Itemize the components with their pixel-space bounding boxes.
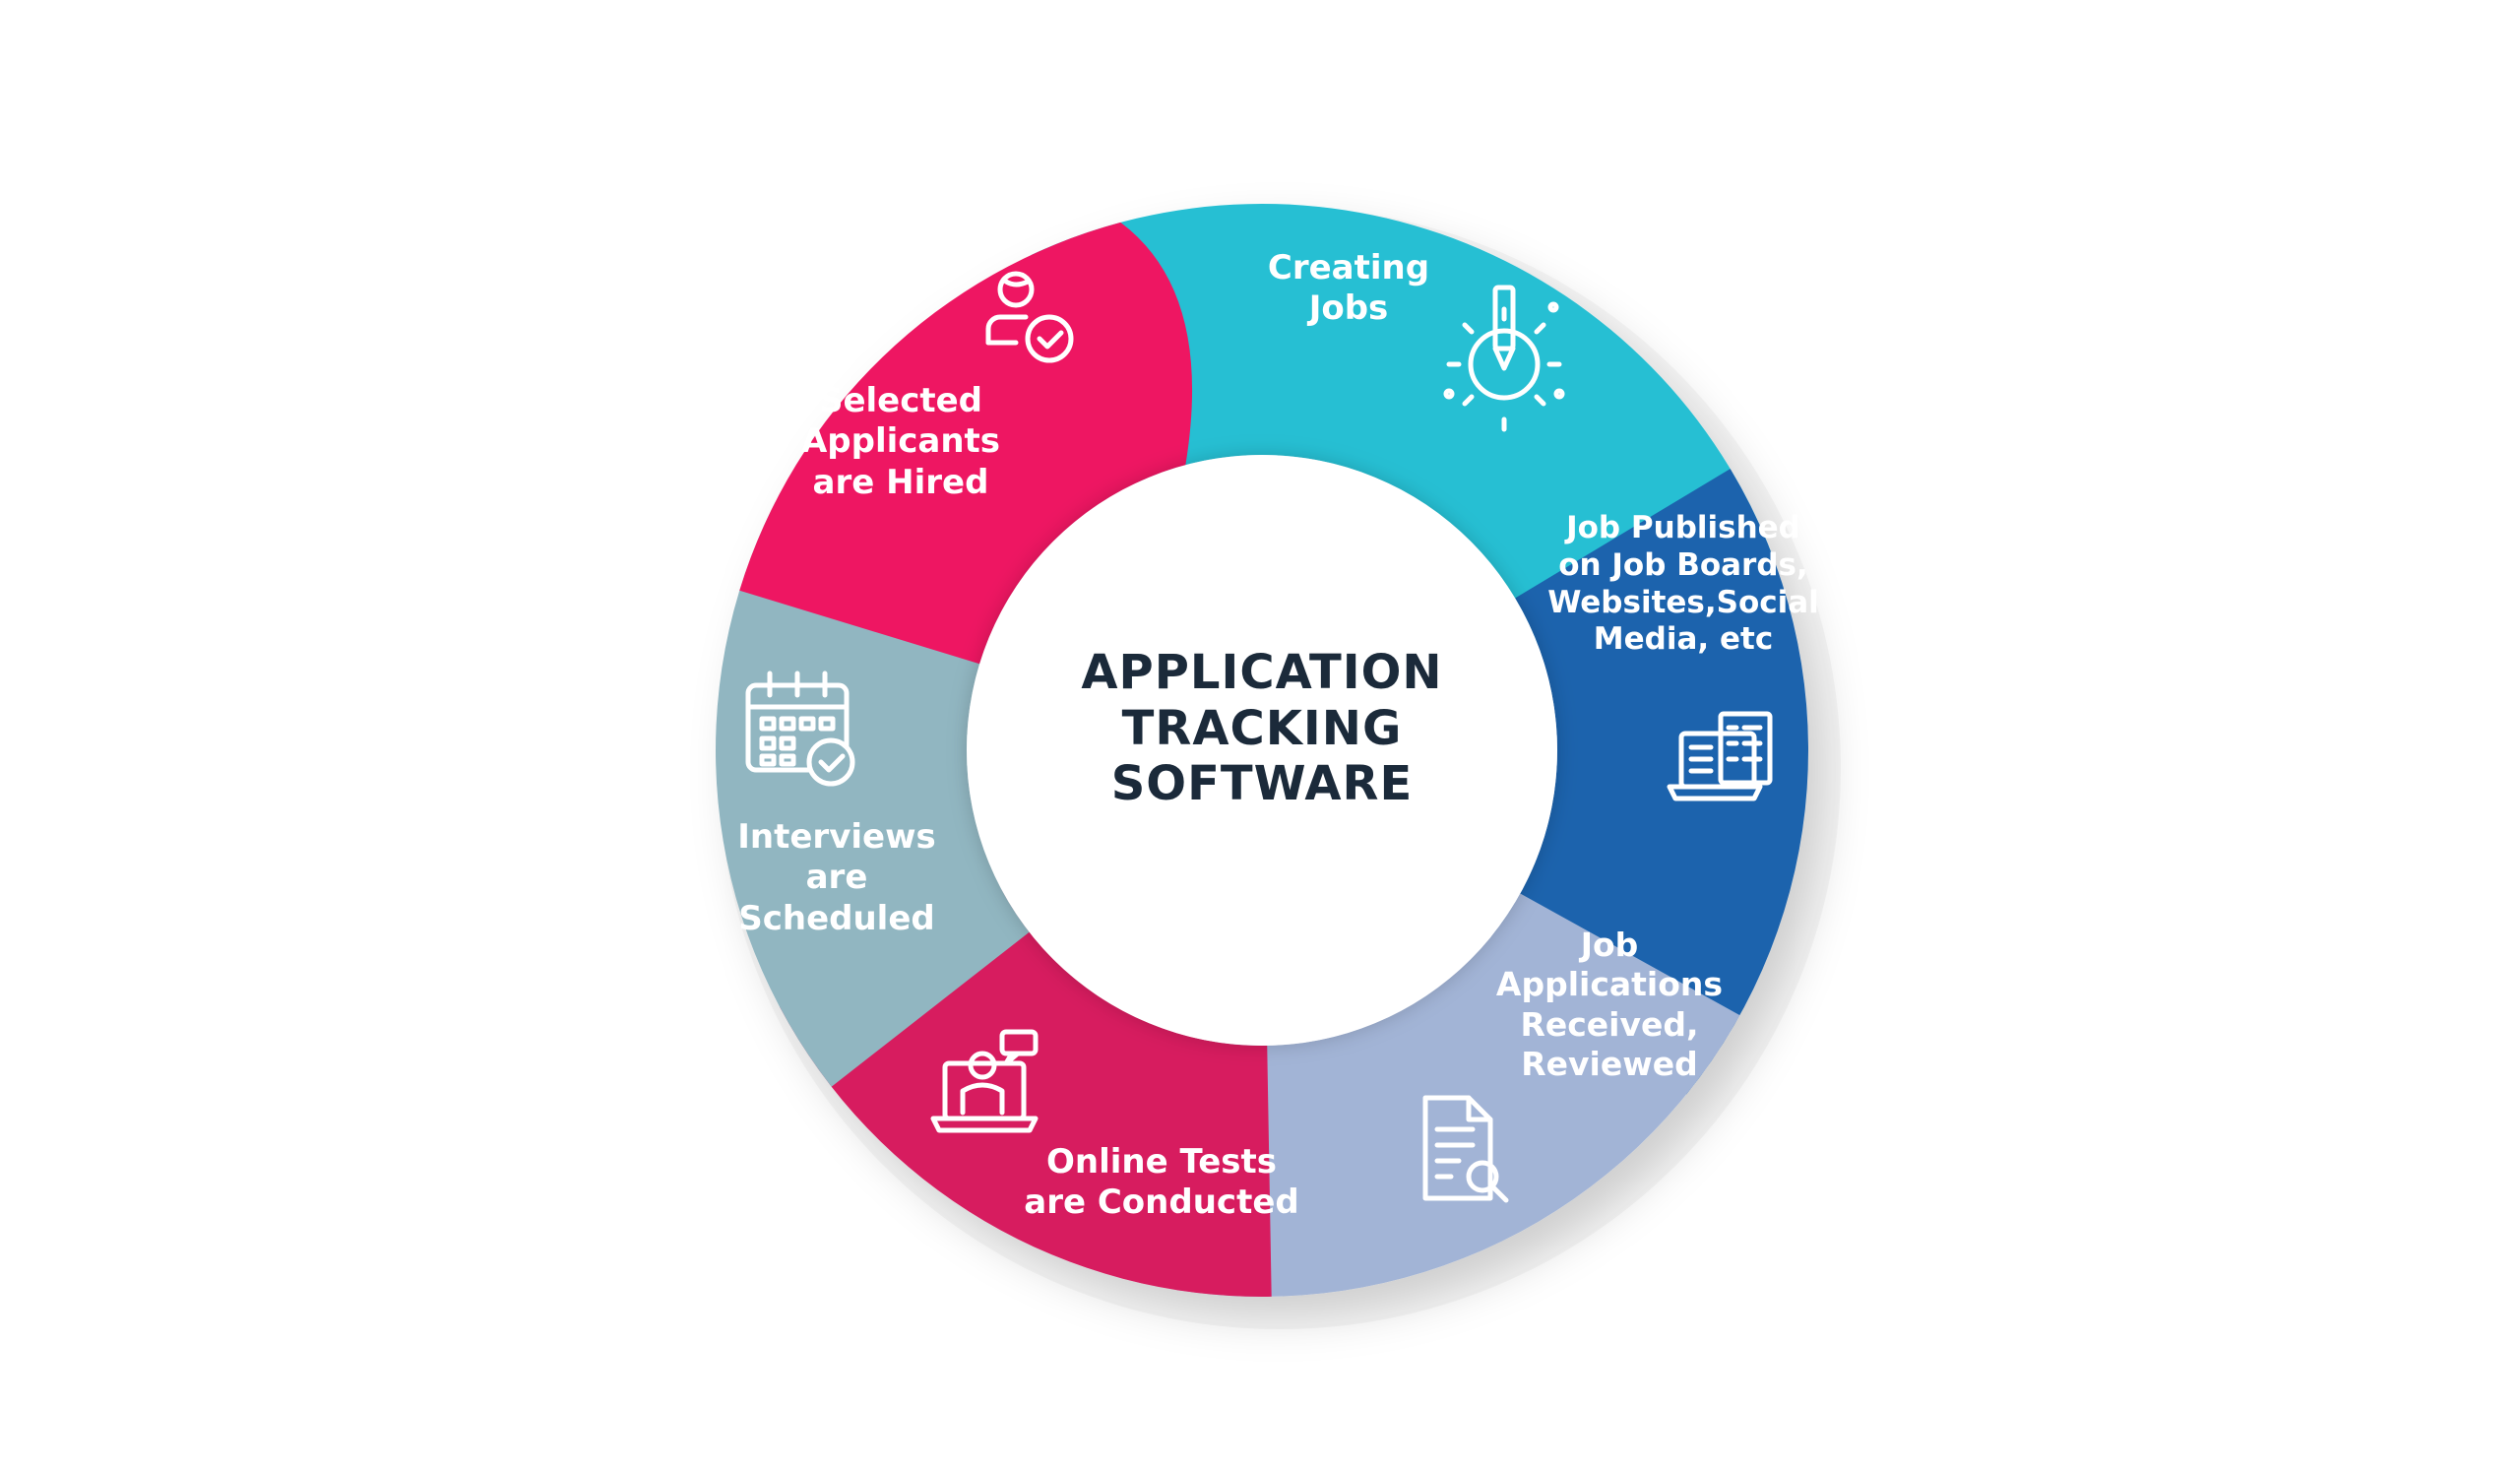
stage-label-interviews: Interviews are Scheduled <box>737 817 936 938</box>
laptop-person-chat-icon <box>930 1029 1039 1133</box>
segment-creating <box>1031 204 1773 646</box>
person-check-icon <box>985 271 1074 363</box>
segment-received <box>1155 893 1740 1297</box>
stage-label-creating: Creating Jobs <box>1267 248 1430 329</box>
stage-label-tests: Online Tests are Conducted <box>1024 1142 1299 1223</box>
pencil-gear-icon <box>1443 285 1565 432</box>
center-disc <box>967 455 1557 1046</box>
stage-label-published: Job Published on Job Boards, Websites,So… <box>1547 510 1819 658</box>
stage-label-hired: Selected Applicants are Hired <box>800 381 1001 502</box>
calendar-check-icon <box>745 671 855 787</box>
document-search-icon <box>1422 1095 1509 1203</box>
stage-label-received: Job Applications Received, Reviewed <box>1495 926 1724 1083</box>
segment-hired <box>739 222 1193 665</box>
center-title: APPLICATION TRACKING SOFTWARE <box>1081 645 1443 812</box>
laptop-checklist-icon <box>1667 711 1773 801</box>
